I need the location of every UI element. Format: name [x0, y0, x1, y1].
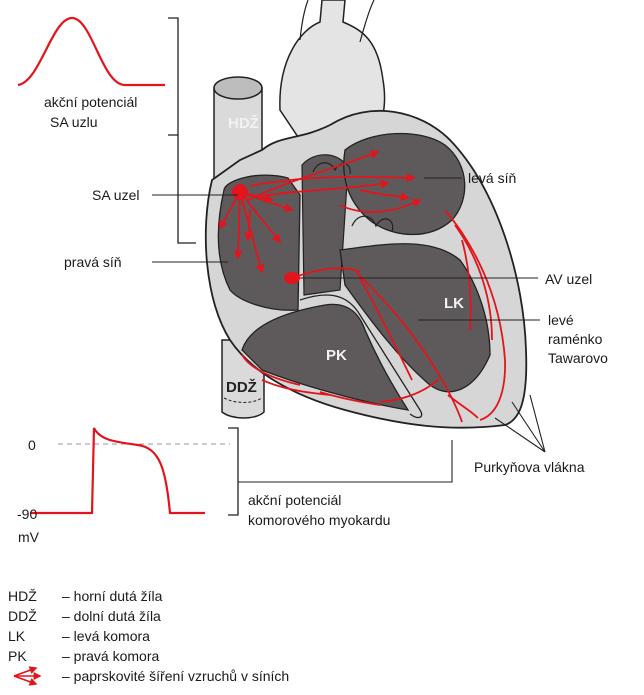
legend: HDŽ – horní dutá žíla DDŽ – dolní dutá ž…	[8, 588, 289, 686]
right-atrium-bracket	[177, 135, 196, 244]
vent-ap-label-1: akční potenciál	[248, 492, 341, 508]
lk-label: LK	[444, 295, 464, 312]
left-bundle-branch	[355, 271, 463, 423]
left-bundle-label-3: Tawarovo	[548, 350, 608, 366]
sa-action-potential-graph	[17, 16, 165, 87]
legend-abbr-1: HDŽ	[8, 588, 37, 604]
sa-ap-label-1: akční potenciál	[44, 94, 137, 110]
legend-abbr-3: LK	[8, 628, 26, 644]
sa-node-label: SA uzel	[92, 187, 139, 203]
pk-label: PK	[326, 347, 347, 364]
sa-bracket	[168, 17, 179, 136]
hdz-label: HDŽ	[228, 114, 259, 132]
legend-text-4: – pravá komora	[62, 648, 159, 664]
av-node	[284, 272, 300, 284]
purkinje-fibers	[444, 209, 506, 421]
left-bundle-label-2: raménko	[548, 331, 603, 347]
legend-text-5: – paprskovité šíření vzruchů v síních	[62, 668, 289, 684]
left-atrium-label: levá síň	[468, 170, 516, 186]
left-bundle-label-1: levé	[548, 312, 574, 328]
axis-zero: 0	[28, 437, 36, 453]
heart: HDŽ LK PK DDŽ	[204, 0, 528, 429]
vent-leader	[238, 440, 453, 483]
purkinje-leader	[494, 394, 546, 453]
av-node-label: AV uzel	[545, 271, 592, 287]
legend-abbr-2: DDŽ	[8, 608, 37, 624]
sa-ap-label-2: SA uzlu	[50, 114, 97, 130]
legend-text-3: – levá komora	[62, 628, 150, 644]
axis-min: -90	[17, 506, 37, 522]
svc-opening	[213, 76, 263, 100]
legend-text-1: – horní dutá žíla	[62, 588, 163, 604]
legend-abbr-4: PK	[8, 648, 27, 664]
left-ventricle	[339, 243, 491, 393]
right-ventricle	[241, 303, 410, 411]
spread-arrows-icon	[13, 666, 42, 686]
vent-ap-label-2: komorového myokardu	[248, 512, 390, 528]
conduction-system	[219, 150, 506, 423]
purkinje-label: Purkyňova vlákna	[474, 459, 585, 475]
ventricular-action-potential-graph	[30, 427, 205, 515]
right-atrium-label: pravá síň	[64, 254, 122, 270]
vent-bracket	[228, 427, 239, 516]
ddz-label: DDŽ	[226, 378, 257, 396]
sa-node	[232, 184, 248, 200]
legend-text-2: – dolní dutá žíla	[62, 608, 161, 624]
axis-unit: mV	[18, 529, 40, 545]
